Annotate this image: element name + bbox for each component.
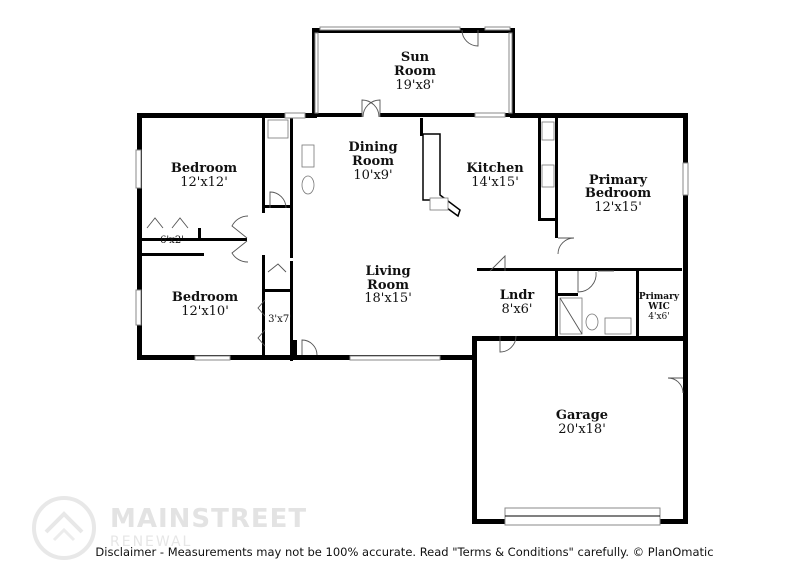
dining-room-label-2: Room xyxy=(352,154,394,169)
primary-bedroom-dim: 12'x15' xyxy=(594,200,642,215)
doors xyxy=(146,29,684,394)
brand-subtitle: RENEWAL xyxy=(110,534,193,550)
sun-room-dim: 19'x8' xyxy=(395,78,434,93)
dining-room-label-1: Dining xyxy=(348,140,397,155)
primary-wic-label-1: Primary xyxy=(639,292,680,302)
brand-logo-icon xyxy=(32,496,96,560)
bedroom-2-label: Bedroom xyxy=(172,290,239,305)
living-room-dim: 18'x15' xyxy=(364,291,412,306)
primary-bedroom-label-2: Bedroom xyxy=(585,186,652,201)
dining-room-dim: 10'x9' xyxy=(353,168,392,183)
exterior-walls xyxy=(137,28,688,524)
closet-1-dim: 6'x2' xyxy=(160,235,184,246)
living-room-label-1: Living xyxy=(365,264,410,279)
primary-wic-label-2: WIC xyxy=(647,302,669,312)
windows xyxy=(135,26,689,526)
bedroom-1-label: Bedroom xyxy=(171,161,238,176)
brand-name: MAINSTREET xyxy=(110,504,308,534)
closet-2-dim: 3'x7' xyxy=(268,314,292,325)
interior-walls xyxy=(142,118,682,361)
living-room-label-2: Room xyxy=(367,278,409,293)
laundry-dim: 8'x6' xyxy=(501,302,532,317)
kitchen-dim: 14'x15' xyxy=(471,175,519,190)
kitchen-label: Kitchen xyxy=(466,161,524,176)
garage-label: Garage xyxy=(556,408,608,423)
primary-wic-dim: 4'x6' xyxy=(648,312,669,322)
sun-room-label-1: Sun xyxy=(401,50,430,65)
sun-room-label-2: Room xyxy=(394,64,436,79)
primary-bedroom-label-1: Primary xyxy=(589,173,648,188)
laundry-label: Lndr xyxy=(500,288,535,303)
room-labels: Sun Room 19'x8' Dining Room 10'x9' Kitch… xyxy=(160,50,680,437)
garage-dim: 20'x18' xyxy=(558,422,606,437)
bedroom-1-dim: 12'x12' xyxy=(180,175,228,190)
bedroom-2-dim: 12'x10' xyxy=(181,304,229,319)
disclaimer-text: Disclaimer - Measurements may not be 100… xyxy=(95,545,714,559)
fixtures xyxy=(267,119,632,335)
